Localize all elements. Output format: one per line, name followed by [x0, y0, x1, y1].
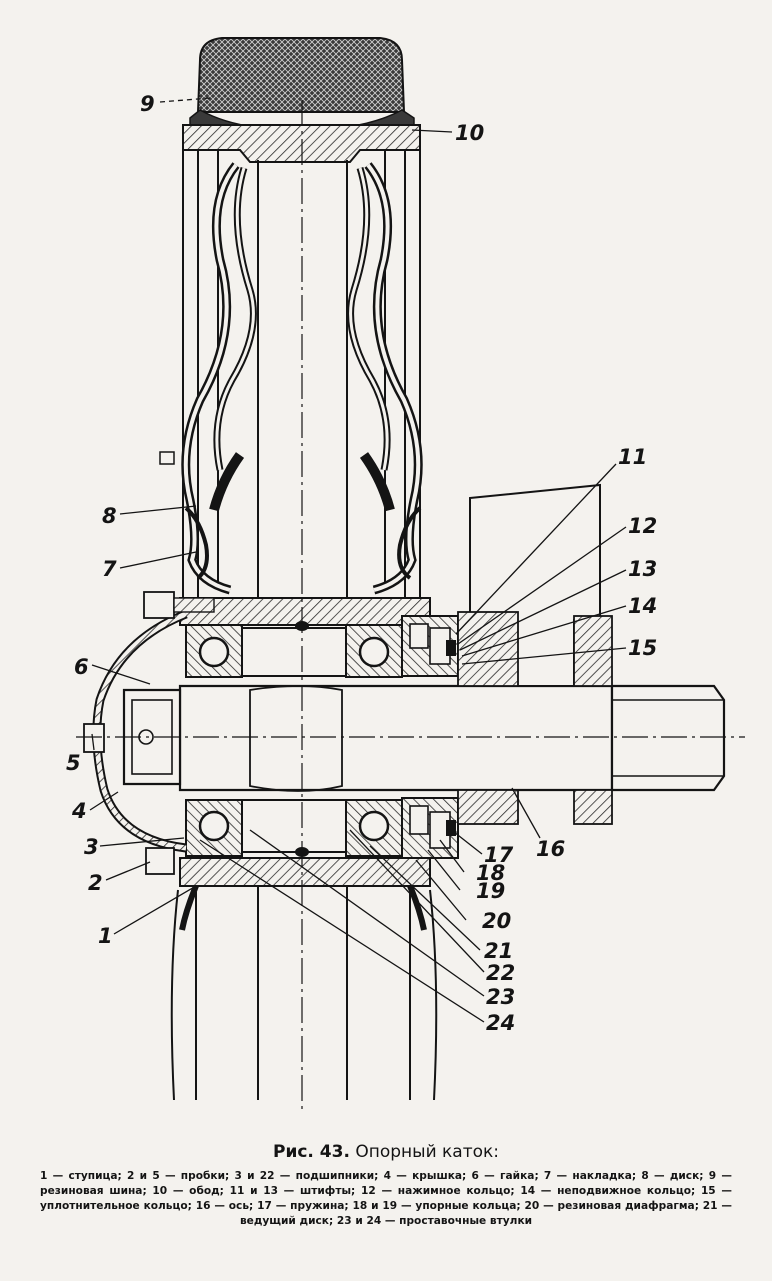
seal-assembly-upper: [401, 615, 459, 677]
callout-15: 15: [628, 636, 658, 660]
seal-assembly-lower: [401, 797, 459, 859]
nut: [122, 688, 182, 786]
callout-9: 9: [140, 92, 155, 116]
figure-number: Рис. 43.: [272, 1142, 350, 1162]
callout-8: 8: [102, 504, 117, 528]
callout-2: 2: [88, 871, 103, 895]
housing-hatched-upper: [457, 611, 519, 687]
callout-22: 22: [486, 961, 516, 985]
axle-neck: [249, 685, 343, 792]
disc-right-inner: [366, 163, 421, 592]
road-wheel-cross-section: [76, 37, 745, 1112]
overlay-right: [397, 506, 422, 580]
callout-20: 20: [482, 909, 512, 933]
caption-title-line: Рис. 43. Опорный каток:: [40, 1142, 732, 1162]
callout-3: 3: [84, 835, 99, 859]
callout-16: 16: [536, 837, 566, 861]
leader-lines: [89, 97, 627, 1023]
bolt-small-left: [159, 451, 175, 465]
plug-5: [83, 723, 105, 753]
callout-4: 4: [72, 799, 87, 823]
figure-title: Опорный каток:: [355, 1142, 500, 1162]
callout-24: 24: [486, 1011, 516, 1035]
spoke-right-bulge: [359, 452, 395, 512]
upper-bolt-shank: [173, 597, 215, 613]
callout-7: 7: [102, 557, 117, 581]
hub-upper-flange: [179, 597, 431, 626]
callout-13: 13: [628, 557, 658, 581]
plug-2: [145, 847, 175, 875]
disc-right-2-inner: [349, 167, 389, 471]
rubber-diaphragm-left: [179, 884, 199, 931]
callout-10: 10: [455, 121, 485, 145]
disc-left-2-inner: [215, 167, 255, 471]
spoke-left-bulge: [209, 452, 245, 512]
upper-bolt: [143, 591, 175, 619]
callout-6: 6: [74, 655, 89, 679]
axle: [178, 684, 614, 792]
wheel-walls-lower: [170, 886, 438, 1101]
bearings-upper: [185, 624, 403, 678]
spacer-sleeve-upper: [241, 627, 347, 677]
callout-1: 1: [98, 924, 113, 948]
axle-hex-end: [610, 684, 726, 792]
housing-hatched-lower-right: [573, 789, 613, 825]
callout-23: 23: [486, 985, 516, 1009]
overlay-left: [184, 506, 209, 580]
spacer-sleeve-lower: [241, 799, 347, 853]
callout-12: 12: [628, 514, 658, 538]
disc-left-inner: [183, 163, 238, 592]
figure-legend: 1 — ступица; 2 и 5 — пробки; 3 и 22 — по…: [40, 1170, 732, 1227]
callout-11: 11: [618, 445, 648, 469]
rubber-tire: [196, 37, 406, 113]
callout-5: 5: [66, 751, 81, 775]
bearings-lower: [185, 799, 403, 857]
hub-lower-flange: [179, 857, 431, 887]
figure-caption: Рис. 43. Опорный каток: 1 — ступица; 2 и…: [40, 1142, 732, 1229]
housing-hatched-lower: [457, 789, 519, 825]
callout-21: 21: [484, 939, 514, 963]
callout-19: 19: [476, 879, 506, 903]
callout-18: 18: [476, 861, 506, 885]
callout-17: 17: [484, 843, 514, 867]
rubber-diaphragm-right: [407, 884, 427, 931]
callout-14: 14: [628, 594, 658, 618]
